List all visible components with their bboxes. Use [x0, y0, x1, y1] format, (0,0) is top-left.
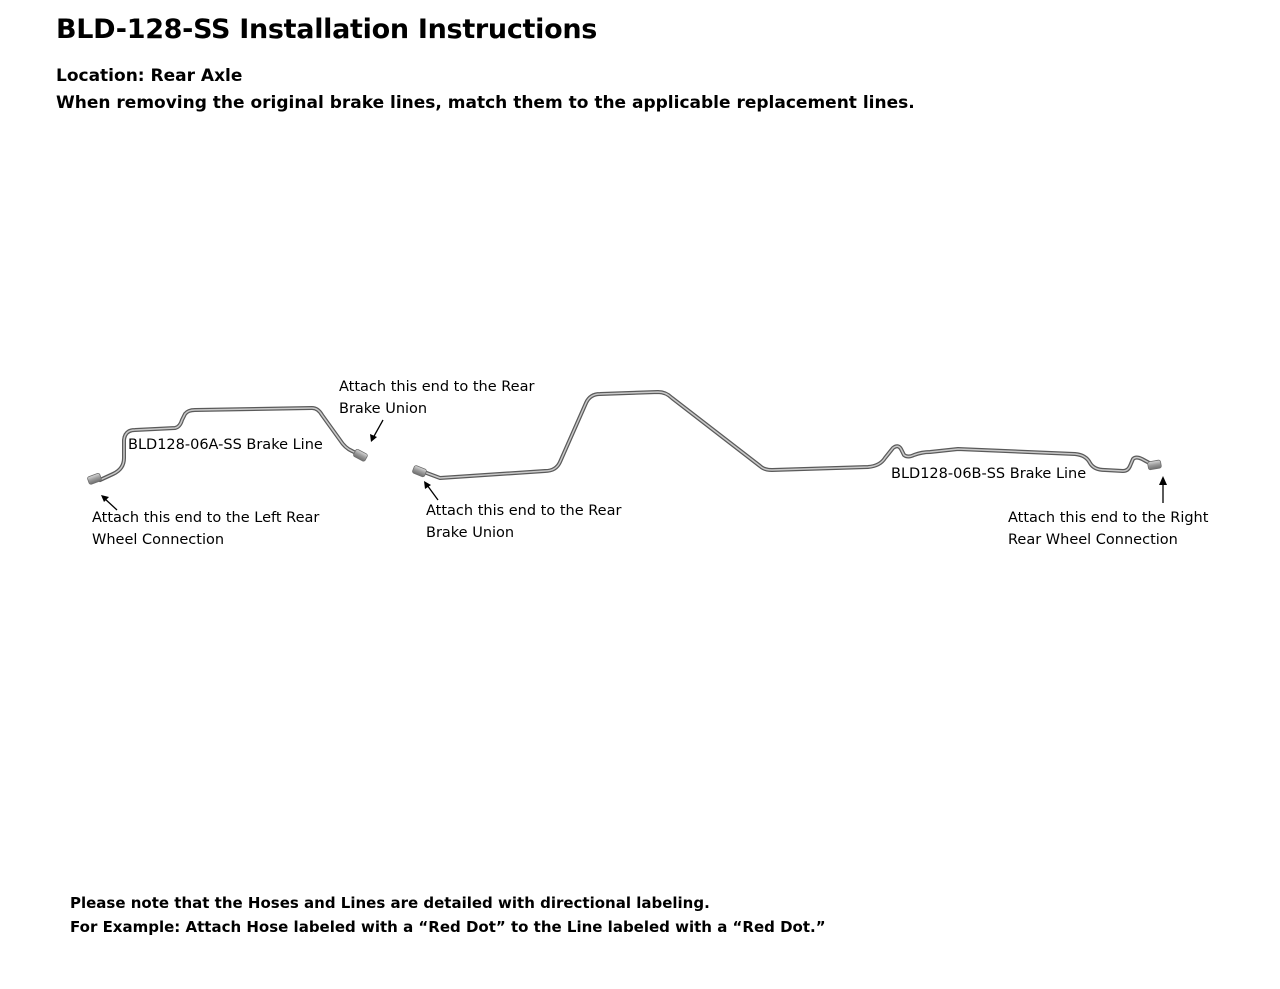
arrow-rear-brake-union-b	[424, 481, 439, 501]
fitting-left-a	[87, 473, 102, 485]
callout-line: Wheel Connection	[92, 532, 225, 548]
callout-line: Brake Union	[426, 525, 515, 541]
callout-line: Attach this end to the Rear	[426, 503, 622, 519]
arrow-right-rear-wheel	[1159, 476, 1167, 503]
fitting-right-a	[353, 448, 368, 462]
arrow-left-rear-wheel	[101, 495, 118, 511]
brake-line-b	[412, 390, 1162, 480]
rear-brake-union-callout-a: Attach this end to the Rear Brake Union	[339, 376, 534, 420]
location-heading: Location: Rear Axle	[56, 66, 243, 86]
arrow-rear-brake-union-a	[370, 419, 384, 442]
brake-line-b-label: BLD128-06B-SS Brake Line	[891, 466, 1087, 482]
instruction-heading: When removing the original brake lines, …	[56, 93, 915, 113]
right-rear-wheel-callout: Attach this end to the Right Rear Wheel …	[1008, 507, 1208, 551]
brake-line-a	[87, 406, 368, 485]
callout-line: Attach this end to the Right	[1008, 510, 1209, 526]
brake-line-a-label: BLD128-06A-SS Brake Line	[128, 437, 323, 453]
note-example: For Example: Attach Hose labeled with a …	[70, 918, 826, 936]
rear-brake-union-callout-b: Attach this end to the Rear Brake Union	[426, 500, 621, 544]
document-title: BLD-128-SS Installation Instructions	[56, 14, 598, 45]
left-rear-wheel-callout: Attach this end to the Left Rear Wheel C…	[92, 507, 319, 551]
fitting-left-b	[412, 465, 427, 478]
fitting-right-b	[1147, 459, 1162, 471]
callout-line: Rear Wheel Connection	[1008, 532, 1178, 548]
callout-line: Attach this end to the Rear	[339, 379, 535, 395]
note-directional-labeling: Please note that the Hoses and Lines are…	[70, 894, 710, 912]
callout-line: Attach this end to the Left Rear	[92, 510, 320, 526]
callout-line: Brake Union	[339, 401, 428, 417]
